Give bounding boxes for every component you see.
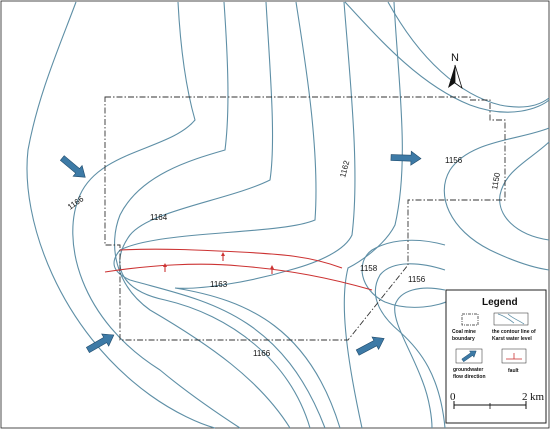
legend-label-contour-1: the contour line of — [492, 329, 536, 335]
legend-label-fault: fault — [508, 368, 519, 374]
contour-line-3 — [114, 1, 291, 429]
contour-label-9: 1150 — [490, 171, 502, 190]
fault-swatch-frame — [501, 348, 527, 364]
faults — [104, 248, 373, 291]
contour-line-6 — [174, 1, 356, 429]
flow-arrow-icon — [461, 350, 477, 363]
contour-label-3: 1162 — [338, 159, 351, 178]
coal-mine-boundary — [104, 96, 506, 341]
contour-line-13 — [374, 263, 446, 429]
contour-line-11 — [499, 141, 550, 241]
scale-label-unit: km — [530, 391, 545, 403]
flow-arrow-icon — [59, 155, 86, 178]
contour-line-9 — [387, 1, 550, 108]
contour-label-7: 1156 — [408, 275, 426, 284]
contour-label-4: 1163 — [210, 280, 228, 289]
scale-bar: 0 2 km — [450, 391, 545, 409]
fault-tick-head-2 — [163, 263, 167, 267]
legend-label-boundary-1: Coal mine — [452, 329, 476, 335]
contour-line-10 — [443, 127, 550, 271]
legend-label-boundary-2: boundary — [452, 336, 475, 342]
legend-label-flow-1: groundwater — [453, 367, 483, 373]
contour-line-7 — [343, 1, 403, 429]
legend-label-flow-2: flow direction — [453, 374, 486, 380]
legend-box — [445, 289, 547, 424]
contour-line-5 — [113, 1, 326, 429]
fault-tick-head-1 — [221, 252, 225, 256]
north-arrow-icon — [454, 64, 463, 90]
flow-swatch-frame — [455, 348, 483, 364]
north-arrow-icon — [448, 65, 455, 88]
contour-line-2 — [72, 1, 241, 429]
contour-line-8 — [344, 1, 550, 113]
legend: Legend Coal mine boundary the contour li… — [445, 289, 547, 424]
fault-line-2 — [104, 263, 373, 291]
fault-line-1 — [119, 248, 343, 269]
contour-lines — [26, 1, 550, 429]
contour-line-14 — [394, 287, 446, 429]
contour-label-2: 1164 — [150, 213, 168, 222]
legend-title: Legend — [482, 297, 518, 308]
fault-tick-head-3 — [270, 265, 274, 269]
flow-arrows — [59, 150, 422, 356]
contour-label-8: 1156 — [445, 156, 463, 165]
scale-label-start: 0 — [450, 391, 456, 403]
contour-labels: 1166 1164 1162 1163 1166 1158 1156 1156 … — [66, 156, 502, 358]
scale-label-end: 2 — [522, 391, 528, 403]
flow-arrow-icon — [355, 336, 385, 356]
contour-line-12 — [361, 239, 451, 308]
boundary-swatch-icon — [461, 313, 479, 326]
contour-swatch-icon — [497, 313, 525, 325]
contour-label-6: 1158 — [360, 264, 378, 273]
contour-line-1 — [26, 1, 216, 429]
contour-label-5: 1166 — [253, 349, 271, 358]
north-arrow: N — [448, 52, 463, 90]
north-label: N — [451, 52, 459, 64]
contour-line-4 — [119, 1, 311, 429]
contour-swatch-frame — [493, 312, 529, 326]
flow-arrow-icon — [390, 150, 422, 166]
flow-arrow-icon — [85, 333, 115, 354]
legend-label-contour-2: Karst water level — [492, 336, 532, 342]
